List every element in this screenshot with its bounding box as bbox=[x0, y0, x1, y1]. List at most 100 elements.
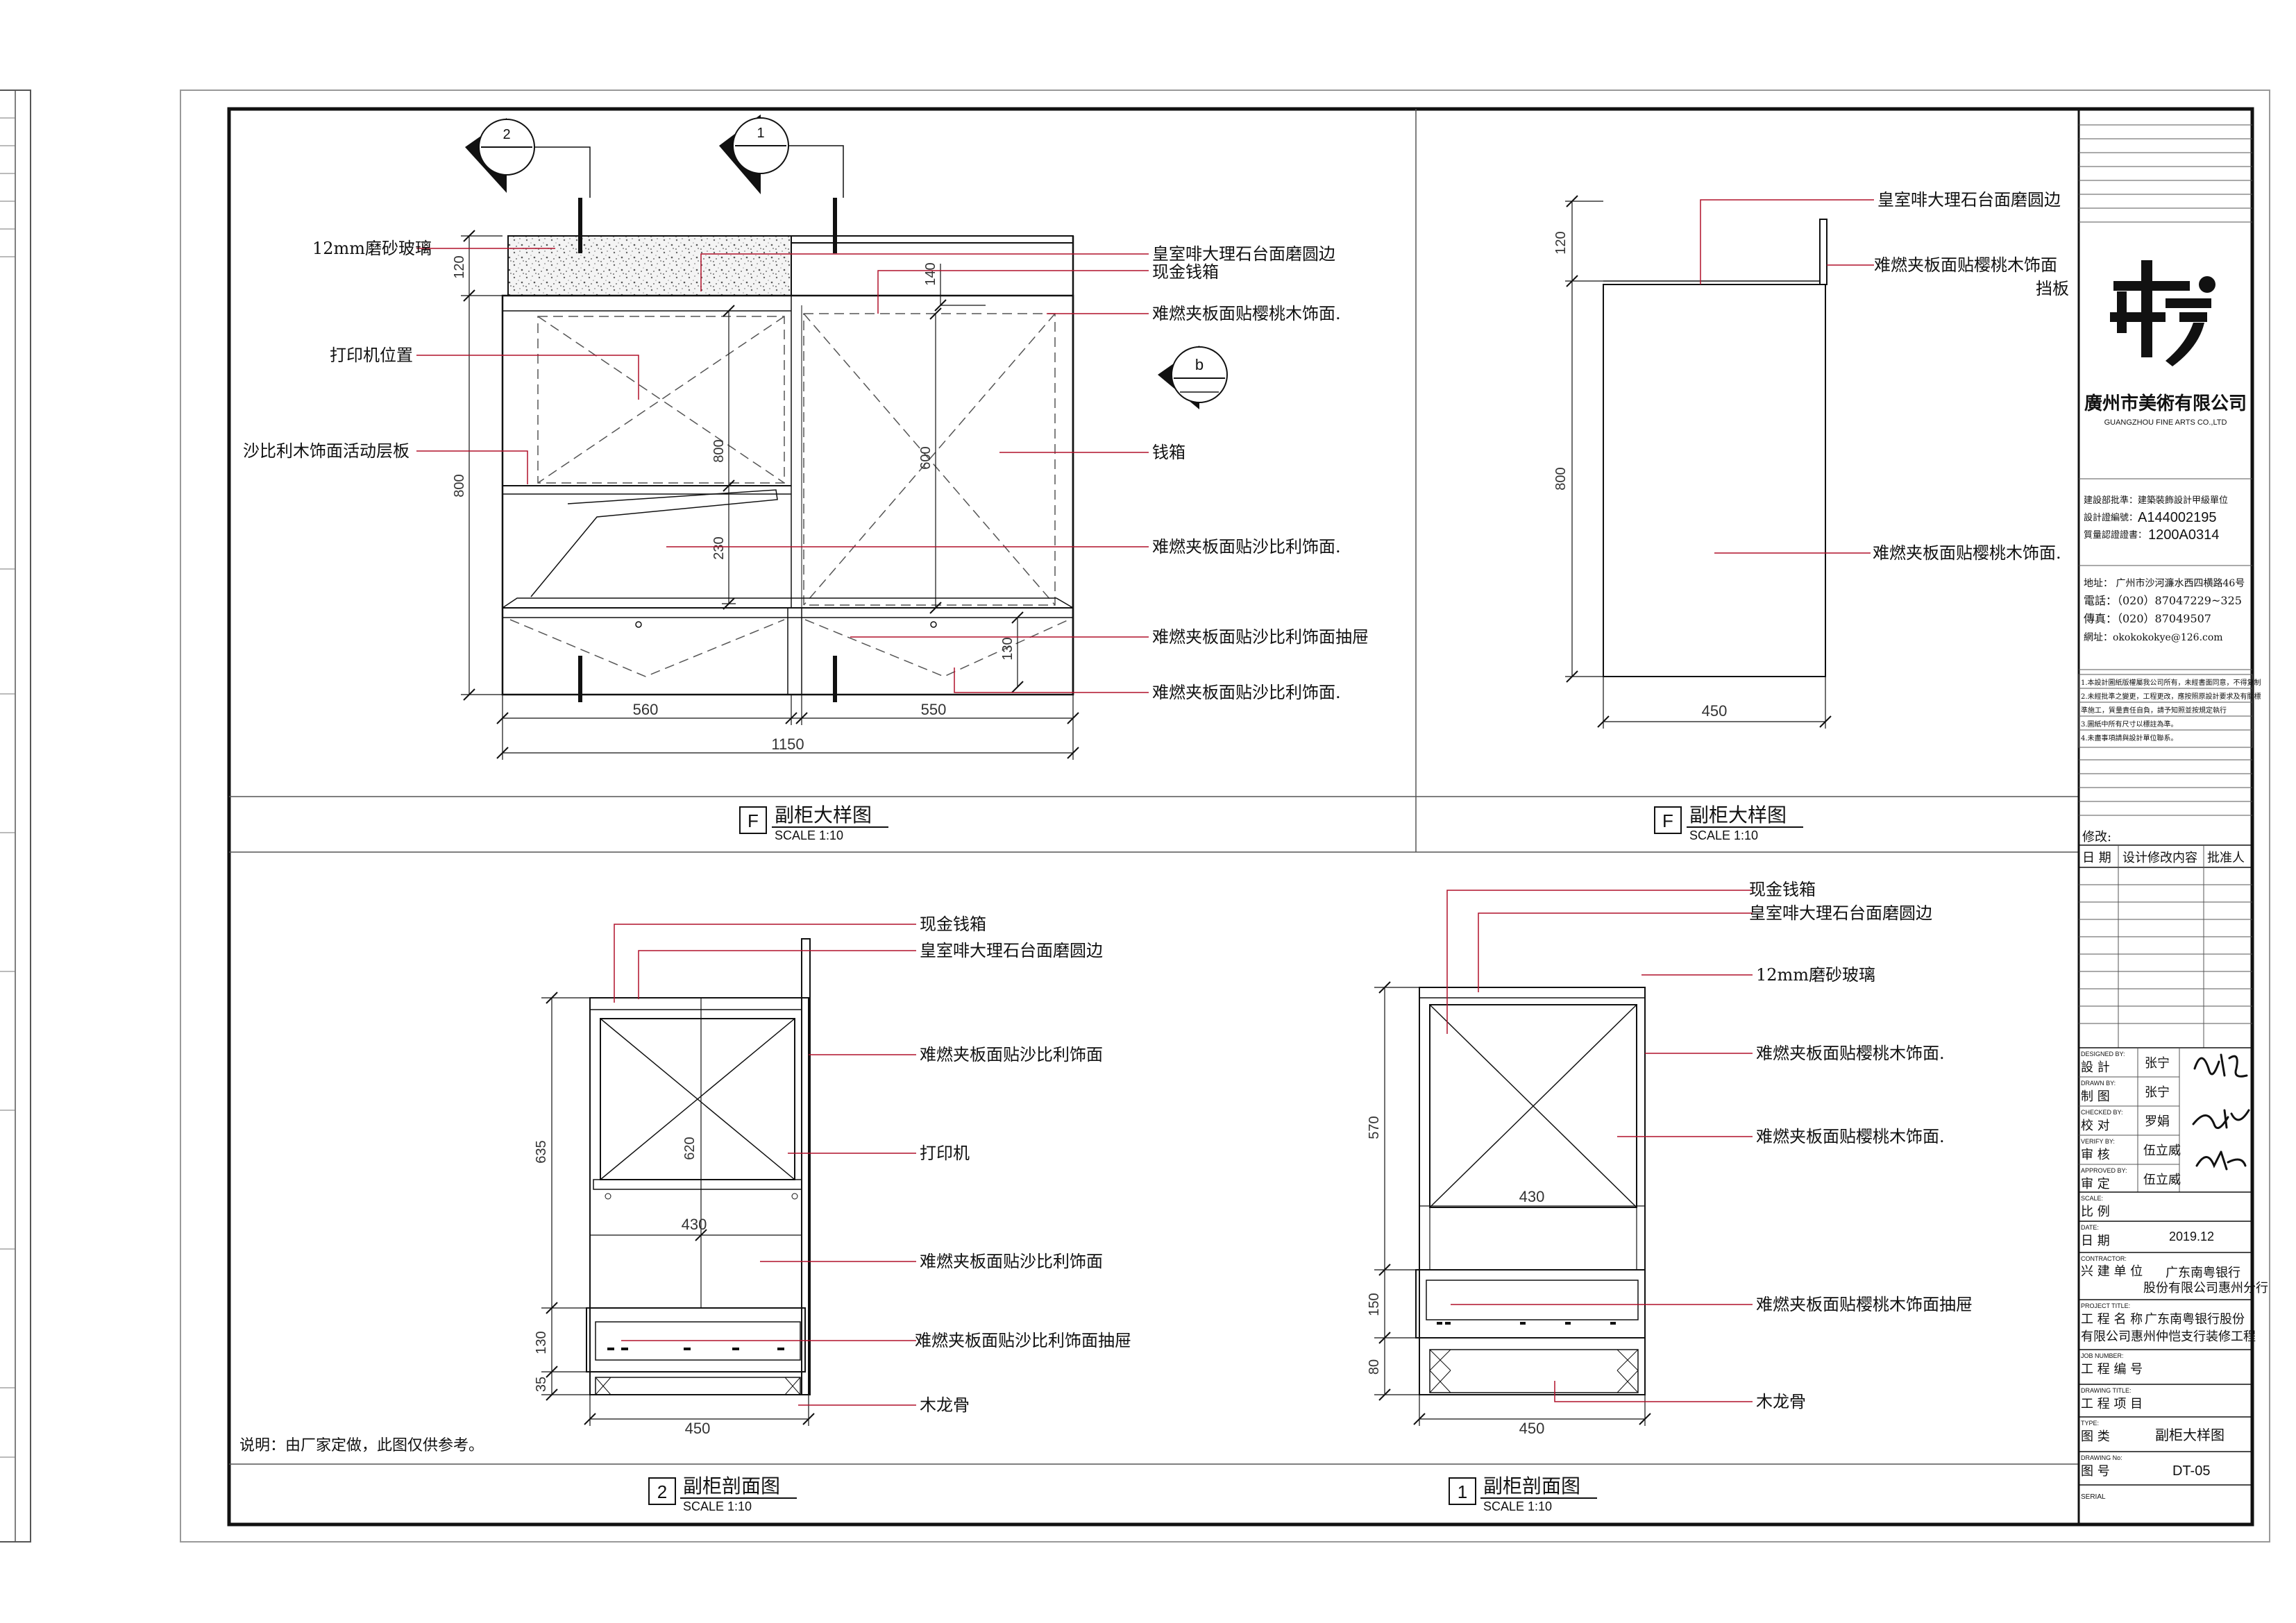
svg-text:1: 1 bbox=[1458, 1481, 1467, 1502]
svg-text:制 图: 制 图 bbox=[2081, 1089, 2110, 1104]
label-safe: 现金钱箱 bbox=[1152, 262, 1219, 282]
svg-text:TYPE:: TYPE: bbox=[2081, 1420, 2099, 1427]
side-label-marble: 皇室啡大理石台面磨圆边 bbox=[1877, 190, 2061, 210]
dim-1150: 1150 bbox=[771, 736, 804, 753]
svg-text:批准人: 批准人 bbox=[2207, 851, 2245, 865]
s1-label-drawer: 难燃夹板面贴樱桃木饰面抽屉 bbox=[1756, 1295, 1973, 1314]
svg-text:张宁: 张宁 bbox=[2145, 1056, 2170, 1071]
view-title-section-1: 1 副柜剖面图 SCALE 1:10 bbox=[1449, 1475, 1597, 1513]
section-mark-2-label: 2 bbox=[503, 127, 510, 142]
svg-text:有限公司惠州仲恺支行装修工程: 有限公司惠州仲恺支行装修工程 bbox=[2081, 1329, 2256, 1344]
label-printer-position: 打印机位置 bbox=[330, 346, 413, 365]
svg-text:F: F bbox=[748, 810, 759, 831]
label-marble: 皇室啡大理石台面磨圆边 bbox=[1152, 244, 1335, 264]
s1-label-safe: 现金钱箱 bbox=[1749, 880, 1816, 899]
svg-text:質量認證證書：: 質量認證證書： bbox=[2084, 529, 2147, 541]
svg-text:日 期: 日 期 bbox=[2081, 1234, 2110, 1248]
svg-text:SCALE 1:10: SCALE 1:10 bbox=[1689, 829, 1758, 842]
dim-600: 600 bbox=[918, 446, 934, 469]
svg-text:PROJECT TITLE:: PROJECT TITLE: bbox=[2081, 1302, 2130, 1309]
svg-text:電話：（020）87047229~325: 電話：（020）87047229~325 bbox=[2084, 594, 2242, 607]
svg-text:1200A0314: 1200A0314 bbox=[2148, 527, 2219, 543]
svg-text:工 程 编 号: 工 程 编 号 bbox=[2081, 1362, 2143, 1377]
view-side-elevation: 120 800 450 皇室啡大理石台面磨圆边 难燃夹板面贴樱桃木饰面 挡板 难… bbox=[1553, 190, 2069, 842]
svg-text:450: 450 bbox=[685, 1420, 711, 1437]
svg-text:审 核: 审 核 bbox=[2081, 1148, 2110, 1162]
s2-label-sapele-2: 难燃夹板面贴沙比利饰面 bbox=[920, 1252, 1103, 1271]
svg-text:广东南粤银行股份: 广东南粤银行股份 bbox=[2145, 1312, 2245, 1327]
svg-text:傳真：（020）87049507: 傳真：（020）87049507 bbox=[2084, 612, 2211, 625]
revision-label: 修改: bbox=[2082, 830, 2111, 844]
svg-text:150: 150 bbox=[1367, 1293, 1382, 1316]
svg-text:伍立威: 伍立威 bbox=[2143, 1173, 2181, 1187]
view-title-front-left: F 副柜大样图 SCALE 1:10 bbox=[739, 804, 888, 842]
s1-label-glass: 12mm磨砂玻璃 bbox=[1756, 965, 1875, 985]
side-label-cherry: 难燃夹板面贴樱桃木饰面. bbox=[1873, 543, 2061, 563]
svg-text:广东南粤银行: 广东南粤银行 bbox=[2166, 1266, 2240, 1280]
svg-text:图 类: 图 类 bbox=[2081, 1429, 2110, 1444]
svg-text:4.未盡事項請與設計單位聯系。: 4.未盡事項請與設計單位聯系。 bbox=[2081, 733, 2178, 742]
svg-text:DESIGNED BY:: DESIGNED BY: bbox=[2081, 1051, 2125, 1057]
svg-text:兴 建 单 位: 兴 建 单 位 bbox=[2081, 1264, 2143, 1279]
svg-text:A144002195: A144002195 bbox=[2138, 510, 2216, 525]
sheet-inner-border bbox=[227, 107, 2254, 1527]
dim-560: 560 bbox=[633, 701, 659, 718]
company-name-cn: 廣州市美術有限公司 bbox=[2084, 393, 2247, 414]
project-info-table: SCALE: 比 例 DATE: 日 期 2019.12 CONTRACTOR:… bbox=[2079, 1195, 2268, 1501]
section-mark-b: b bbox=[1158, 346, 1228, 409]
svg-text:635: 635 bbox=[534, 1140, 549, 1163]
svg-text:VERIFY BY:: VERIFY BY: bbox=[2081, 1138, 2115, 1145]
svg-text:建設部批準：建築裝飾設計甲級單位: 建設部批準：建築裝飾設計甲級單位 bbox=[2084, 495, 2228, 506]
label-glass: 12mm磨砂玻璃 bbox=[312, 239, 432, 258]
svg-text:CHECKED BY:: CHECKED BY: bbox=[2081, 1109, 2123, 1116]
view-section-2: 635 620 430 130 35 450 现金钱箱 皇室啡大理石台面磨圆边 … bbox=[239, 915, 1131, 1513]
svg-text:35: 35 bbox=[534, 1377, 549, 1392]
note-text: 说明：由厂家定做，此图仅供参考。 bbox=[239, 1437, 484, 1454]
svg-text:股份有限公司惠州分行: 股份有限公司惠州分行 bbox=[2143, 1281, 2268, 1295]
label-drawer-sapele: 难燃夹板面贴沙比利饰面抽屉 bbox=[1152, 627, 1369, 647]
svg-text:2019.12: 2019.12 bbox=[2169, 1230, 2214, 1243]
svg-text:副柜大样图: 副柜大样图 bbox=[2155, 1427, 2225, 1443]
view-section-1: 570 430 150 80 450 现金钱箱 皇室啡大理石台面磨圆边 12mm… bbox=[1367, 880, 1973, 1513]
section-mark-2: 2 bbox=[465, 118, 591, 198]
svg-text:工 程 名 称: 工 程 名 称 bbox=[2081, 1312, 2143, 1327]
company-name-en: GUANGZHOU FINE ARTS CO.,LTD bbox=[2104, 418, 2227, 427]
company-logo-icon bbox=[2110, 260, 2215, 366]
svg-text:JOB NUMBER:: JOB NUMBER: bbox=[2081, 1352, 2124, 1359]
title-block: 廣州市美術有限公司 GUANGZHOU FINE ARTS CO.,LTD 建設… bbox=[2078, 124, 2268, 1501]
svg-text:SCALE 1:10: SCALE 1:10 bbox=[775, 829, 843, 842]
svg-text:設計證編號：: 設計證編號： bbox=[2084, 512, 2138, 523]
label-cashbox: 钱箱 bbox=[1152, 443, 1185, 462]
dim-120: 120 bbox=[452, 255, 467, 278]
s1-label-cherry-2: 难燃夹板面贴樱桃木饰面. bbox=[1756, 1127, 1945, 1146]
svg-text:校 对: 校 对 bbox=[2081, 1119, 2110, 1133]
svg-text:800: 800 bbox=[1553, 467, 1569, 490]
s1-label-keel: 木龙骨 bbox=[1756, 1392, 1806, 1411]
svg-text:比 例: 比 例 bbox=[2081, 1205, 2110, 1219]
svg-text:地址： 广州市沙河濂水西四横路46号: 地址： 广州市沙河濂水西四横路46号 bbox=[2084, 577, 2245, 589]
svg-text:DRAWN BY:: DRAWN BY: bbox=[2081, 1080, 2116, 1087]
svg-text:图 号: 图 号 bbox=[2081, 1464, 2110, 1479]
svg-text:副柜剖面图: 副柜剖面图 bbox=[683, 1475, 780, 1497]
svg-text:130: 130 bbox=[534, 1331, 549, 1354]
svg-text:2: 2 bbox=[657, 1481, 667, 1502]
svg-text:620: 620 bbox=[682, 1137, 698, 1159]
svg-text:副柜大样图: 副柜大样图 bbox=[1689, 804, 1787, 826]
view-title-side: F 副柜大样图 SCALE 1:10 bbox=[1654, 804, 1803, 842]
s2-label-sapele: 难燃夹板面贴沙比利饰面 bbox=[920, 1045, 1103, 1064]
svg-text:罗娟: 罗娟 bbox=[2145, 1114, 2170, 1129]
svg-text:张宁: 张宁 bbox=[2145, 1085, 2170, 1100]
svg-text:DRAWING TITLE:: DRAWING TITLE: bbox=[2081, 1387, 2132, 1394]
label-shelf: 沙比利木饰面活动层板 bbox=[243, 441, 410, 461]
label-veneer-cherry: 难燃夹板面贴樱桃木饰面. bbox=[1152, 304, 1341, 323]
svg-text:设计修改内容: 设计修改内容 bbox=[2122, 851, 2197, 865]
svg-text:網址：okokokokye@126.com: 網址：okokokokye@126.com bbox=[2084, 632, 2223, 643]
svg-text:DT-05: DT-05 bbox=[2172, 1463, 2210, 1479]
signature-marks bbox=[2192, 1053, 2250, 1171]
s2-label-marble: 皇室啡大理石台面磨圆边 bbox=[920, 941, 1103, 960]
dim-550: 550 bbox=[921, 701, 947, 718]
dim-230: 230 bbox=[711, 536, 727, 559]
svg-text:450: 450 bbox=[1702, 702, 1728, 720]
left-sheet-fragment bbox=[0, 90, 31, 1543]
svg-text:450: 450 bbox=[1519, 1420, 1545, 1437]
